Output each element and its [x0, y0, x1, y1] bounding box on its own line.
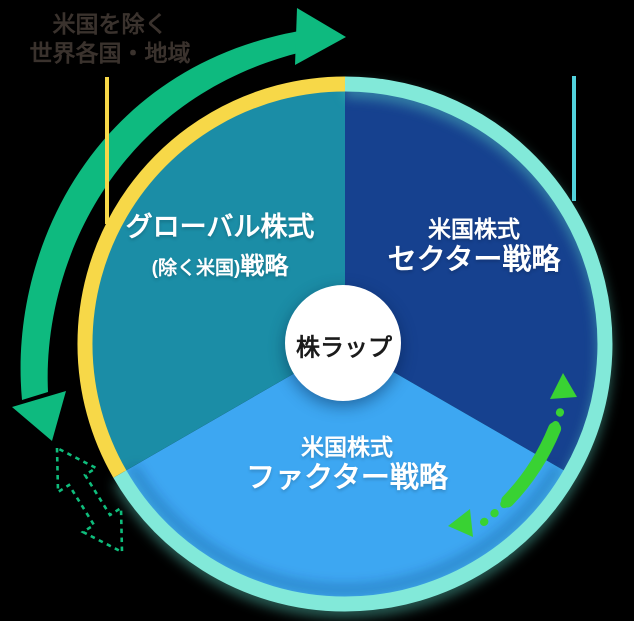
- rotation-arrow-solid: [501, 422, 562, 508]
- segment-factor-wedge: [125, 344, 565, 599]
- segment-global-wedge: [90, 90, 345, 471]
- segment-sector-label: 米国株式 セクター戦略: [388, 216, 561, 276]
- segment-sector-title: セクター戦略: [387, 244, 561, 276]
- region-label-line1: 米国を除く: [52, 11, 168, 37]
- segment-global-subtitle-main: 戦略: [240, 253, 289, 280]
- segment-global-subtitle: (除く米国)戦略: [126, 246, 315, 281]
- segment-global-title: グローバル株式: [125, 212, 315, 242]
- segment-factor-title: ファクター戦略: [246, 462, 448, 494]
- segment-global-subtitle-paren: (除く米国): [151, 258, 241, 279]
- rotation-arrow: [448, 373, 577, 537]
- segment-global-label: グローバル株式 (除く米国)戦略: [126, 212, 315, 281]
- segment-factor-label: 米国株式 ファクター戦略: [246, 434, 448, 494]
- rotation-arrow-head-up: [550, 373, 577, 399]
- ring-us-arc: [113, 76, 613, 612]
- global-callout-line: [105, 77, 109, 224]
- segment-sector-eyebrow: 米国株式: [428, 216, 520, 242]
- rotation-arrow-head-left: [448, 509, 473, 537]
- cycle-arrow: [12, 8, 346, 441]
- segment-sector-wedge: [345, 89, 600, 471]
- us-callout-line: [572, 76, 576, 201]
- cycle-arrow-band: [20, 30, 306, 400]
- pie: [90, 89, 600, 599]
- inner-shadow-arc: [125, 463, 565, 597]
- ring-global-arc: [77, 76, 346, 478]
- cycle-arrow-head-top: [295, 8, 346, 65]
- region-label-line2: 世界各国・地域: [29, 40, 191, 66]
- segment-factor-eyebrow: 米国株式: [301, 434, 393, 460]
- hub-label: 株ラップ: [296, 334, 392, 362]
- hub-circle: [285, 285, 401, 401]
- cycle-arrow-head-bottom: [12, 391, 66, 441]
- rotation-arrow-dots: [480, 398, 567, 526]
- region-label: 米国を除く 世界各国・地域: [30, 10, 191, 68]
- border-ring: [77, 76, 613, 612]
